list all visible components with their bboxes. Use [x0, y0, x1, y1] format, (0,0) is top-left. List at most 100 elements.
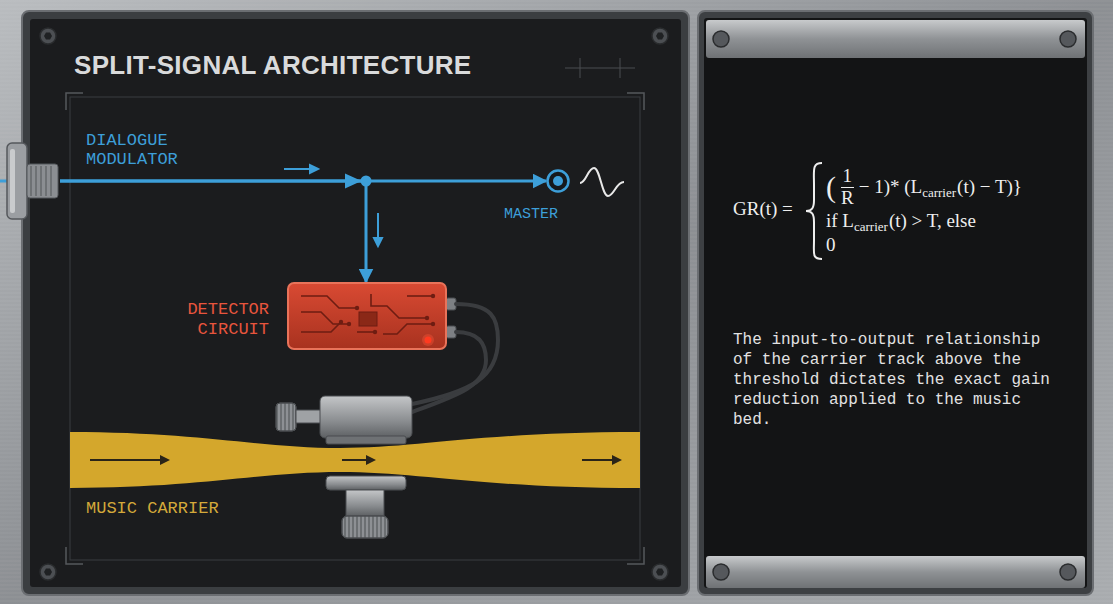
signal-band	[70, 432, 640, 488]
circuit-pad	[431, 322, 435, 326]
formula-term: 0	[826, 234, 836, 256]
circuit-pad	[431, 294, 435, 298]
clamp-upper-jaw	[320, 396, 412, 438]
right-panel	[706, 556, 1085, 588]
panel-screw	[713, 31, 1076, 580]
circuit-trace	[407, 295, 433, 297]
flow-arrow	[377, 213, 379, 240]
description-text: The input-to-output relationship of the …	[733, 330, 1051, 430]
inner-frame	[66, 547, 83, 564]
formula-term: (t) − T)}	[957, 176, 1022, 198]
right-panel	[698, 11, 1093, 595]
circuit-pad	[347, 322, 351, 326]
flow-arrow	[612, 455, 622, 465]
clamp-upper-jaw	[276, 403, 296, 431]
flow-arrow	[582, 455, 622, 465]
screw-socket	[44, 33, 664, 576]
right-panel	[704, 18, 1087, 588]
clamp-upper-jaw	[326, 436, 406, 444]
led-glow	[422, 334, 434, 346]
jack-connector	[10, 149, 15, 213]
panel-screw	[40, 564, 56, 580]
flow-arrow	[342, 459, 368, 461]
clamp-upper-jaw	[276, 396, 412, 444]
inner-frame	[66, 93, 644, 564]
title-ornament	[565, 68, 635, 69]
formula-term: (	[826, 170, 836, 204]
detector-box: DETECTOR CIRCUIT	[287, 282, 447, 350]
formula-term: R	[839, 188, 856, 209]
panel-screw	[652, 28, 668, 44]
jack-connector	[7, 143, 27, 219]
panel-screw	[713, 31, 729, 47]
input-jack: DIALOGUE MODULATOR	[6, 143, 60, 219]
circuit-trace	[357, 331, 375, 333]
output-ring	[553, 176, 563, 186]
formula-term: GR(t) =	[733, 198, 793, 220]
inner-frame	[66, 93, 83, 110]
master-output: MASTER	[546, 169, 570, 193]
circuit-trace	[383, 324, 433, 334]
formula-term: (t) > T, else	[889, 210, 976, 232]
flow-arrow	[284, 168, 312, 170]
jack-connector	[45, 166, 46, 196]
right-panel	[698, 11, 1093, 595]
circuit-trace	[301, 322, 341, 332]
jack-connector	[7, 143, 58, 219]
formula-brace	[806, 163, 822, 259]
formula-term: 1	[841, 166, 855, 188]
formula-lhs: GR(t) =	[733, 198, 793, 220]
diagram-title: SPLIT-SIGNAL ARCHITECTURE	[74, 50, 472, 81]
jack-connector	[50, 166, 51, 196]
flow-arrow	[160, 455, 170, 465]
left-panel	[22, 11, 689, 595]
circuit-pad	[339, 320, 343, 324]
fraction: 1R	[839, 166, 856, 209]
circuit-pad	[355, 306, 359, 310]
left-panel	[22, 11, 689, 595]
inner-frame	[70, 97, 640, 560]
title-ornament	[620, 58, 621, 78]
jack-connector	[30, 166, 31, 196]
formula-term: if L	[826, 210, 854, 232]
detector-box-shape	[287, 282, 447, 350]
clamp-upper-jaw	[276, 403, 296, 431]
formula-term: * (L	[890, 176, 922, 198]
screw-socket	[656, 33, 664, 40]
circuit-trace	[301, 312, 349, 324]
clamp-lower-jaw	[326, 476, 406, 490]
formula-term: carrier	[922, 185, 956, 201]
flow-arrow	[366, 455, 376, 465]
screw-socket	[44, 33, 52, 40]
panel-screw	[40, 28, 56, 44]
flow-arrow	[374, 238, 382, 246]
jack-connector	[40, 166, 41, 196]
flow-arrow	[342, 455, 376, 465]
left-panel	[30, 19, 681, 587]
jack-connector	[35, 166, 36, 196]
output-ring	[548, 171, 569, 192]
flow-arrow	[582, 459, 614, 461]
chip	[359, 312, 377, 326]
waveform-symbol	[580, 168, 624, 196]
title-ornament	[565, 58, 635, 78]
inner-frame	[627, 547, 644, 564]
clamp-lower-jaw	[346, 490, 384, 516]
clamp-upper-jaw	[296, 410, 322, 423]
clamp-lower-jaw	[342, 516, 388, 538]
master-output-shape	[546, 169, 570, 193]
input-jack-shape	[6, 143, 60, 219]
screw-socket	[44, 569, 52, 576]
status-led	[425, 337, 432, 344]
flow-arrow	[310, 165, 318, 173]
formula-row: (1R− 1)* (Lcarrier(t) − T)}	[826, 166, 1022, 209]
right-panel	[706, 20, 1085, 58]
formula-brace	[806, 163, 822, 259]
output-ring	[548, 171, 569, 192]
node-label: MASTER	[504, 206, 558, 224]
music-band-shape	[70, 432, 640, 488]
